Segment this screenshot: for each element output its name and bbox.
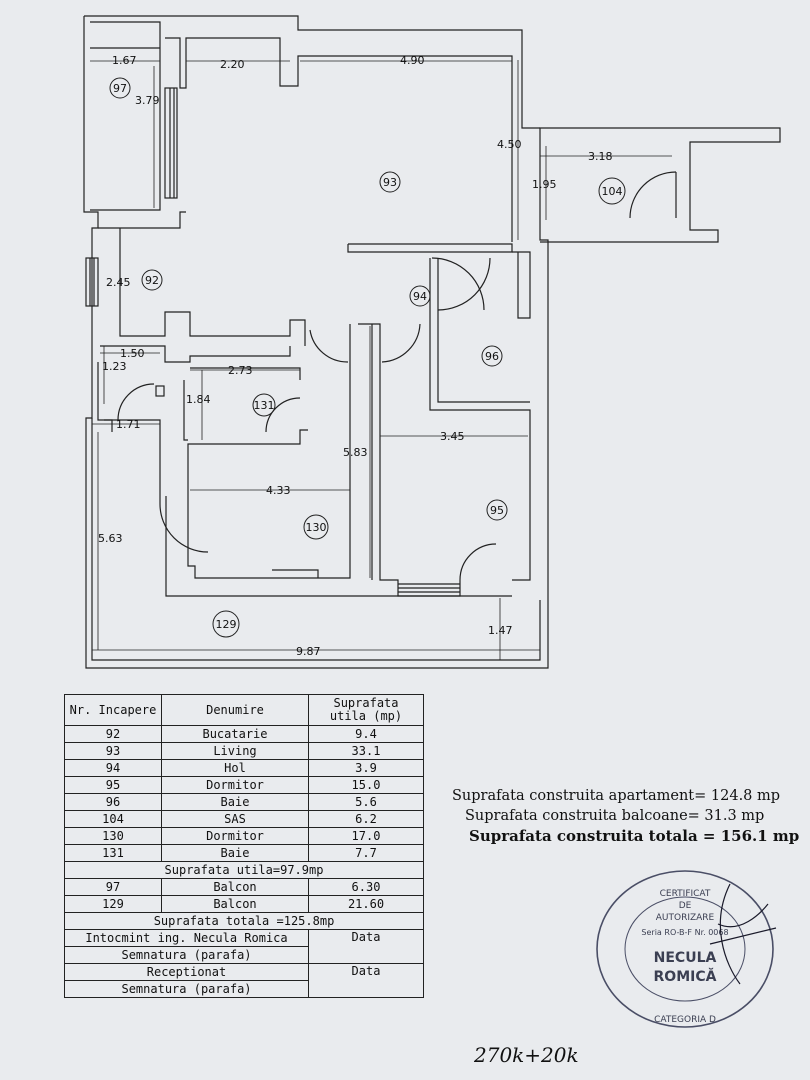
useful-total-row: Suprafata utila=97.9mp <box>64 861 424 879</box>
dim-3-45: 3.45 <box>440 430 465 443</box>
svg-text:NECULA: NECULA <box>654 950 717 966</box>
room-93-label: 93 <box>383 176 397 189</box>
svg-text:270k+20k: 270k+20k <box>473 1043 579 1067</box>
dim-9-87: 9.87 <box>296 645 321 658</box>
svg-text:Seria RO-B-F Nr. 0068: Seria RO-B-F Nr. 0068 <box>641 928 728 937</box>
dim-1-95: 1.95 <box>532 178 557 191</box>
svg-text:ROMICĂ: ROMICĂ <box>654 967 717 985</box>
balcony-area: Suprafata construita balcoane= 31.3 mp <box>465 808 765 824</box>
footer-row: Semnatura (parafa) <box>64 980 424 998</box>
authorization-stamp: CERTIFICAT DE AUTORIZARE Seria RO-B-F Nr… <box>596 870 777 1028</box>
dim-3-79: 3.79 <box>135 94 160 107</box>
room-95-label: 95 <box>490 504 504 517</box>
dim-1-23: 1.23 <box>102 360 127 373</box>
room-97-label: 97 <box>113 82 127 95</box>
dim-3-18: 3.18 <box>588 150 613 163</box>
room-130-label: 130 <box>306 521 327 534</box>
dim-5-83: 5.83 <box>343 446 368 459</box>
handwritten-note: 270k+20k <box>473 1043 579 1067</box>
svg-text:AUTORIZARE: AUTORIZARE <box>656 913 715 923</box>
room-129-label: 129 <box>216 618 237 631</box>
room-104-label: 104 <box>602 185 623 198</box>
footer-row: Semnatura (parafa) <box>64 946 424 964</box>
dim-4-50: 4.50 <box>497 138 522 151</box>
built-area-summary: Suprafata construita apartament= 124.8 m… <box>452 786 799 846</box>
grand-total-row: Suprafata totala =125.8mp <box>64 912 424 930</box>
apartment-area: Suprafata construita apartament= 124.8 m… <box>452 788 781 804</box>
total-built-area: Suprafata construita totala = 156.1 mp <box>469 827 800 845</box>
dim-4-90: 4.90 <box>400 54 425 67</box>
room-92-label: 92 <box>145 274 159 287</box>
svg-text:DE: DE <box>679 901 692 911</box>
dim-1-67: 1.67 <box>112 54 137 67</box>
svg-text:CERTIFICAT: CERTIFICAT <box>660 889 711 899</box>
dim-2-73: 2.73 <box>228 364 253 377</box>
dim-2-45: 2.45 <box>106 276 131 289</box>
header-name: Denumire <box>161 694 309 726</box>
dim-5-63: 5.63 <box>98 532 123 545</box>
header-nr: Nr. Incapere <box>64 694 162 726</box>
dim-2-20: 2.20 <box>220 58 245 71</box>
dim-1-47: 1.47 <box>488 624 513 637</box>
room-94-label: 94 <box>413 290 427 303</box>
dim-1-84: 1.84 <box>186 393 211 406</box>
dim-1-71: 1.71 <box>116 418 141 431</box>
room-131-label: 131 <box>254 399 275 412</box>
floor-plan: 1.67 2.20 4.90 3.79 4.50 3.18 1.95 2.45 … <box>83 15 781 669</box>
room-96-label: 96 <box>485 350 499 363</box>
svg-text:CATEGORIA D: CATEGORIA D <box>654 1015 716 1025</box>
dim-4-33: 4.33 <box>266 484 291 497</box>
dim-1-50: 1.50 <box>120 347 145 360</box>
signature-scribble <box>709 883 777 985</box>
